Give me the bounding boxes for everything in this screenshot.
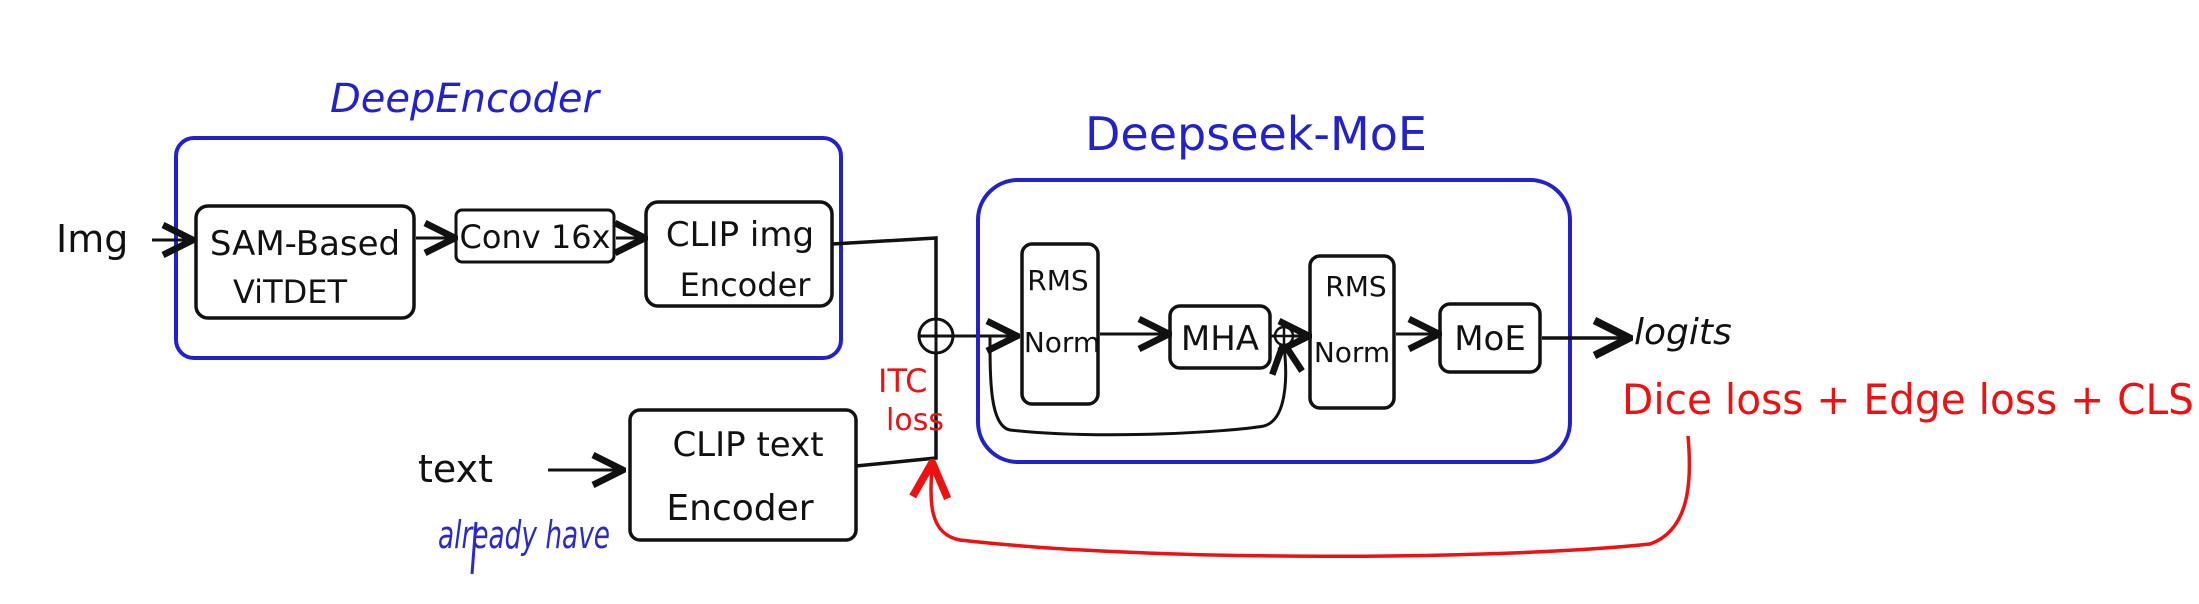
conv-16x-block: Conv 16x (454, 208, 616, 264)
clip-img-line1: CLIP img (666, 215, 814, 255)
rms-norm-2-block: RMS Norm (1308, 254, 1396, 410)
clip-img-to-plus-line (831, 236, 938, 338)
deepseek-moe-outline (976, 178, 1572, 464)
rms-norm-1-block: RMS Norm (1020, 242, 1100, 406)
moe-block: MoE (1438, 302, 1542, 374)
concat-node (917, 317, 955, 355)
img-input-label: Img (56, 217, 128, 261)
already-have-note-stroke (470, 521, 478, 575)
clip-img-encoder-block: CLIP img Encoder (644, 200, 834, 308)
rms2-line1: RMS (1325, 270, 1386, 303)
sam-block-line2: ViTDET (233, 273, 347, 311)
logits-label: logits (1634, 312, 1732, 353)
rms1-line2: Norm (1024, 326, 1100, 359)
deepseek-moe-group: Deepseek-MoE (976, 107, 1572, 464)
clip-text-line2: Encoder (666, 488, 813, 529)
mha-block: MHA (1168, 304, 1272, 370)
deep-encoder-group: DeepEncoder (174, 76, 843, 360)
text-input-label: text (418, 447, 493, 491)
sam-vitdet-block: SAM-Based ViTDET (194, 204, 416, 320)
rms2-line2: Norm (1314, 336, 1390, 369)
deep-encoder-title: DeepEncoder (330, 76, 602, 122)
already-have-note: already have (438, 513, 610, 557)
residual-connection-1 (988, 335, 1286, 437)
residual-add-node-1 (1273, 325, 1295, 347)
conv-block-label: Conv 16x (460, 218, 611, 256)
itc-loss-label-line1: ITC (878, 362, 927, 400)
clip-text-line1: CLIP text (672, 425, 823, 465)
mha-label: MHA (1181, 319, 1259, 359)
rms1-line1: RMS (1027, 264, 1088, 297)
deepseek-moe-title: Deepseek-MoE (1085, 107, 1427, 161)
total-loss-label: Dice loss + Edge loss + CLS (1622, 375, 2194, 424)
loss-feedback-arrow (931, 435, 1692, 559)
clip-text-encoder-block: CLIP text Encoder (628, 408, 858, 542)
itc-loss-label-line2: loss (886, 403, 944, 438)
clip-img-line2: Encoder (680, 266, 812, 304)
sam-block-line1: SAM-Based (210, 224, 400, 264)
moe-label: MoE (1454, 319, 1526, 359)
